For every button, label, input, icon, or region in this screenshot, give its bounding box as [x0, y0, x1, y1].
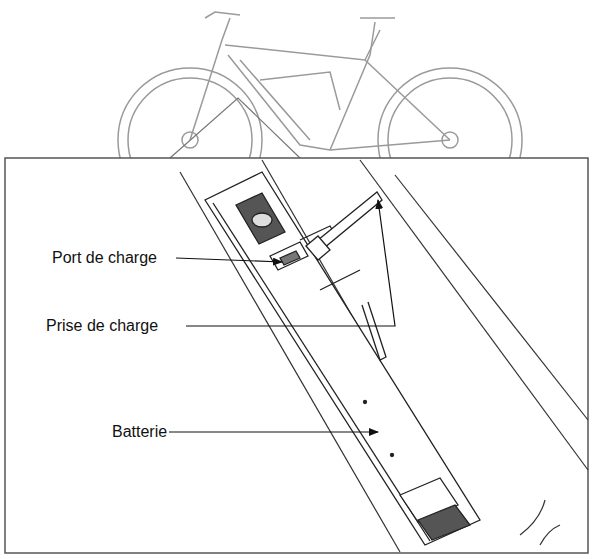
charging-plug	[306, 192, 382, 260]
zoom-lines	[170, 98, 300, 158]
part-label: Prise de charge	[44, 316, 160, 336]
battery-body	[205, 172, 480, 545]
inset-frame	[5, 158, 588, 553]
part-label: Port de charge	[50, 248, 159, 268]
frame-tube	[180, 160, 588, 552]
part-label: Batterie	[110, 422, 169, 442]
leader-lines	[152, 200, 395, 432]
